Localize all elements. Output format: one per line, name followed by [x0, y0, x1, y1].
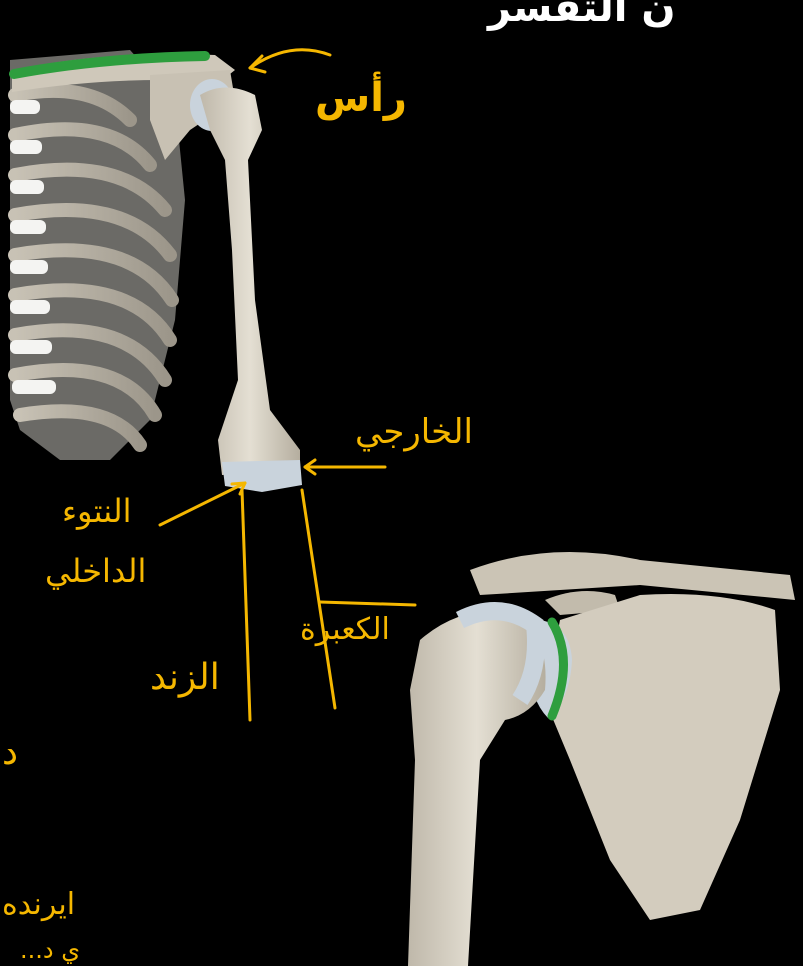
label-left-fragment-2: ايرنده: [2, 890, 75, 920]
label-medial-line2: الداخلي: [45, 555, 146, 587]
top-title-fragment: ن التفسر: [488, 0, 676, 28]
label-radius: الكعبرة: [300, 615, 390, 645]
label-medial-line1: النتوء: [62, 495, 132, 527]
label-head: رأس: [315, 78, 407, 118]
label-left-fragment-1: د: [2, 735, 18, 771]
humerus: [190, 79, 302, 492]
label-ulna: الزند: [150, 660, 220, 696]
label-lateral: الخارجي: [355, 415, 473, 449]
label-left-fragment-3: ي د...: [20, 938, 80, 962]
shoulder-joint: [408, 552, 795, 966]
